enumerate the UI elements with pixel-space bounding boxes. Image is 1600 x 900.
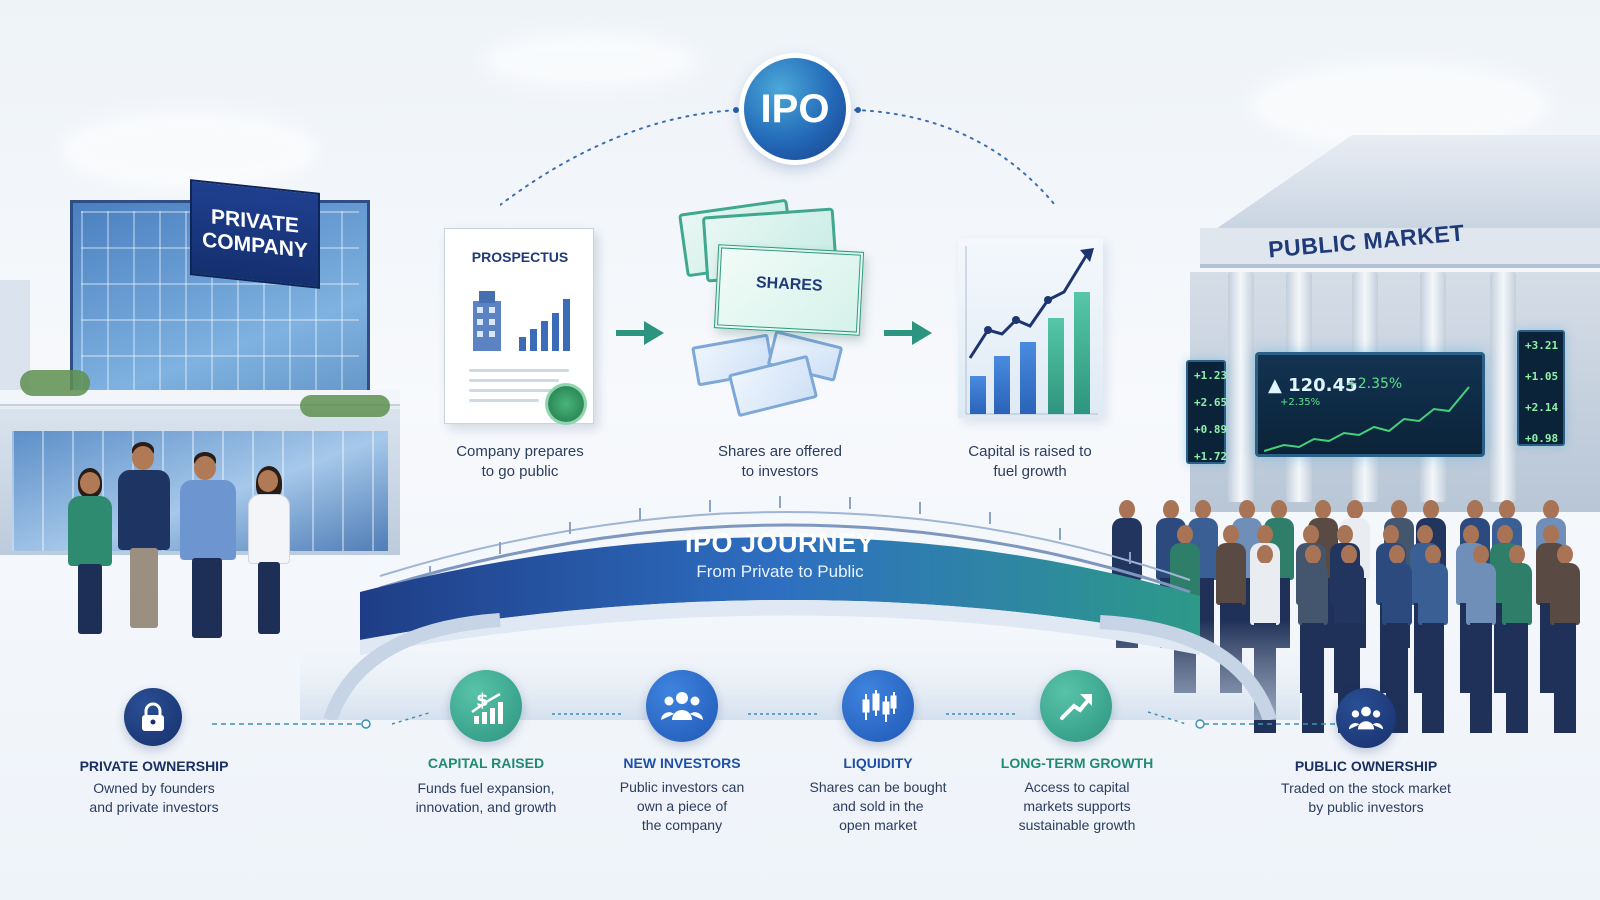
arrow-right-icon xyxy=(616,321,664,345)
ticker-value: +1.05 xyxy=(1525,370,1559,383)
shares-label: SHARES xyxy=(755,274,824,295)
ticker-left: +1.23 +2.65 +0.89 +1.72 xyxy=(1186,360,1228,464)
bridge-title: IPO JOURNEY xyxy=(684,528,876,558)
ticker-right: +3.21 +1.05 +2.14 +0.98 xyxy=(1517,330,1565,446)
ticker-value: +1.23 xyxy=(1194,369,1228,382)
feature-title: PUBLIC OWNERSHIP xyxy=(1294,758,1438,774)
ticker-value: +2.14 xyxy=(1525,401,1559,414)
growth-chart xyxy=(958,238,1103,418)
ipo-bridge xyxy=(300,496,1300,720)
feature-description: Funds fuel expansion,innovation, and gro… xyxy=(415,780,557,815)
arrow-right-icon xyxy=(884,321,932,345)
ticker-value: +0.89 xyxy=(1194,423,1228,436)
stock-change: +2.35% xyxy=(1346,376,1403,392)
dollar-growth-icon: $ xyxy=(450,670,522,742)
stock-board: ▲ 120.45 +2.35% +2.35% xyxy=(1255,352,1485,457)
ipo-badge: IPO xyxy=(744,58,846,160)
feature-title: CAPITAL RAISED xyxy=(427,755,545,771)
feature-title: PRIVATE OWNERSHIP xyxy=(79,758,229,774)
prospectus-label: PROSPECTUS xyxy=(471,249,569,265)
private-company-sign: PRIVATE COMPANY xyxy=(190,179,320,289)
candlestick-icon xyxy=(842,670,914,742)
prospectus-illustration xyxy=(473,291,570,351)
stock-sub-change: +2.35% xyxy=(1280,397,1321,408)
feature-title: LIQUIDITY xyxy=(843,755,913,771)
shares-certificate: SHARES xyxy=(713,244,865,336)
growth-arrow-icon xyxy=(1040,670,1112,742)
people-group-icon xyxy=(646,670,718,742)
ticker-value: +2.65 xyxy=(1194,396,1228,409)
stock-price: ▲ 120.45 xyxy=(1268,375,1358,396)
feature-connectors xyxy=(212,711,1336,729)
stock-line-chart xyxy=(1264,386,1470,452)
ticker-value: +1.72 xyxy=(1194,450,1228,463)
seal-icon xyxy=(548,386,584,422)
feature-title: LONG-TERM GROWTH xyxy=(1000,755,1154,771)
ticker-value: +0.98 xyxy=(1525,432,1559,445)
dotted-arc xyxy=(500,107,1056,206)
feature-title: NEW INVESTORS xyxy=(623,755,741,771)
bridge-subtitle: From Private to Public xyxy=(696,562,864,581)
ticker-value: +3.21 xyxy=(1525,339,1559,352)
lock-icon xyxy=(124,688,182,746)
people-group-icon xyxy=(1336,688,1396,748)
